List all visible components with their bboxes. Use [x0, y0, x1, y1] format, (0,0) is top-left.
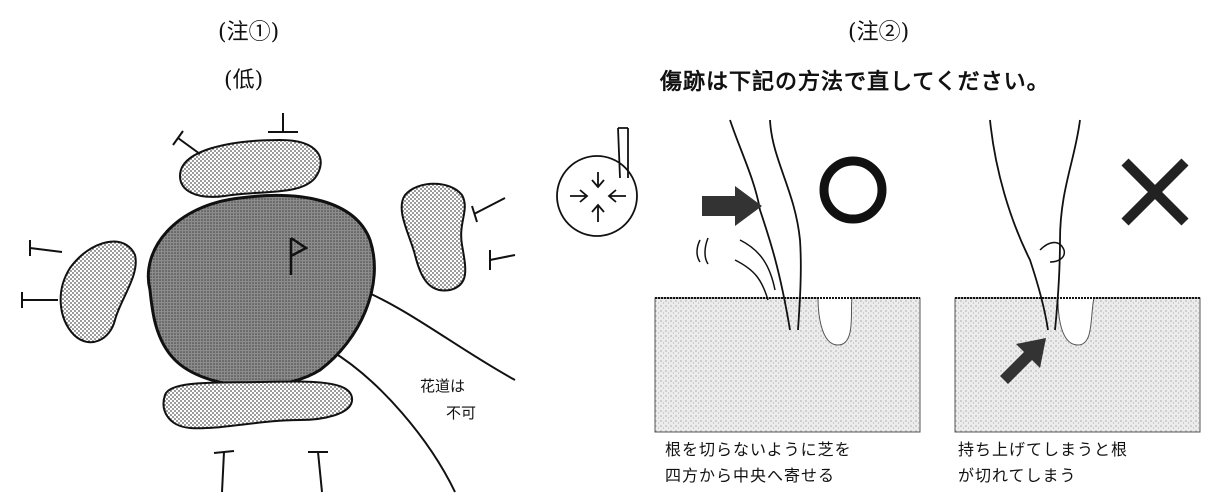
good-caption-line1: 根を切らないように芝を	[665, 440, 852, 459]
wrong-method-panel	[954, 119, 1201, 433]
note-2-label: (注②)	[848, 20, 910, 45]
instruction-text: 傷跡は下記の方法で直してください。	[660, 69, 1050, 95]
bunker-right	[400, 182, 467, 292]
rake-marks	[21, 113, 516, 493]
repair-tool-icon	[556, 127, 638, 237]
bunker-top	[178, 138, 322, 198]
arrow-up-right-icon	[1000, 338, 1046, 384]
flag-icon	[289, 236, 309, 275]
path-line-lower	[329, 349, 456, 493]
note-1-label: (注①)	[218, 20, 280, 45]
wrong-cross-icon	[1121, 158, 1189, 226]
hand-wrong	[989, 119, 1081, 331]
putting-green	[146, 193, 376, 388]
correct-method-panel	[654, 119, 921, 433]
hand-correct	[729, 119, 802, 331]
path-label-line1: 花道は	[420, 377, 466, 395]
path-line-upper	[361, 289, 516, 381]
correct-circle-icon	[819, 156, 887, 224]
bad-caption-line1: 持ち上げてしまうと根	[958, 440, 1129, 459]
low-level-label: (低)	[224, 68, 264, 93]
bunker-bottom	[162, 380, 353, 430]
green-layout-diagram	[21, 113, 516, 493]
bad-caption-line2: が切れてしまう	[958, 466, 1077, 485]
arrow-right-icon	[702, 186, 762, 226]
path-label-line2: 不可	[446, 404, 477, 422]
good-caption-line2: 四方から中央へ寄せる	[665, 466, 836, 485]
bunker-left	[59, 240, 137, 344]
